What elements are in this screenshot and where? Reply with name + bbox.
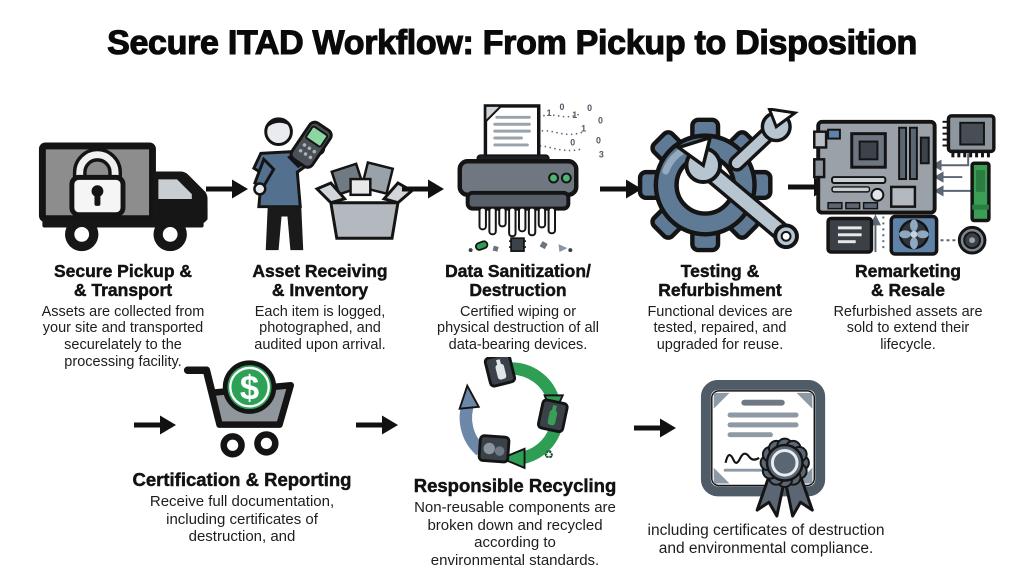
asset-scanning-icon xyxy=(220,100,420,256)
cart-dollar-icon: $ xyxy=(132,360,352,464)
svg-text:♻: ♻ xyxy=(544,449,554,461)
flow-arrow-icon xyxy=(134,415,176,435)
svg-text:0: 0 xyxy=(587,103,592,113)
step-description: Each item is logged, photographed, and a… xyxy=(254,303,386,354)
step-title: Testing & Refurbishment xyxy=(658,261,782,301)
svg-text:1: 1 xyxy=(572,110,577,120)
step-description: Refurbished assets are sold to extend th… xyxy=(833,303,983,354)
recycling-icon: ♻ xyxy=(398,357,632,470)
step-asset-receiving-inventory: Asset Receiving & Inventory Each item is… xyxy=(220,100,420,354)
svg-text:1: 1 xyxy=(581,124,586,134)
step-secure-pickup-transport: Secure Pickup & & Transport Assets are c… xyxy=(23,100,223,371)
step-testing-refurbishment: Testing & Refurbishment Functional devic… xyxy=(620,100,820,354)
gear-wrench-icon xyxy=(620,100,820,256)
step-responsible-recycling: ♻ Responsible Recycling Non-reusable com… xyxy=(398,357,632,569)
step-description: Functional devices are tested, repaired,… xyxy=(647,303,793,354)
flow-arrow-icon xyxy=(206,179,248,199)
step-title: Responsible Recycling xyxy=(413,475,617,496)
svg-text:0: 0 xyxy=(559,102,564,112)
step-certificate-compliance: including certificates of destruction an… xyxy=(642,380,890,558)
step-title: Remarketing & Resale xyxy=(854,261,961,301)
components-icon xyxy=(808,100,1008,256)
certificate-icon xyxy=(642,380,890,518)
step-title: Certification & Reporting xyxy=(132,469,352,490)
step-description: including certificates of destruction an… xyxy=(647,522,885,557)
step-title: Data Sanitization/ Destruction xyxy=(445,261,591,301)
flow-arrow-icon xyxy=(402,179,444,199)
svg-text:1: 1 xyxy=(547,108,552,118)
step-description: Non-reusable components are broken down … xyxy=(414,499,616,569)
flow-arrow-icon xyxy=(356,415,398,435)
page-title: Secure ITAD Workflow: From Pickup to Dis… xyxy=(107,23,918,62)
flow-arrow-icon xyxy=(634,418,676,438)
flow-arrow-icon xyxy=(600,179,642,199)
svg-text:0: 0 xyxy=(596,135,601,145)
svg-text:0: 0 xyxy=(598,116,603,126)
step-title: Asset Receiving & Inventory xyxy=(252,261,388,301)
secure-truck-icon xyxy=(23,100,223,256)
svg-text:3: 3 xyxy=(599,149,604,159)
svg-text:$: $ xyxy=(240,369,259,407)
step-description: Assets are collected from your site and … xyxy=(41,303,205,370)
step-certification-reporting: $ Certification & Reporting Receive full… xyxy=(132,360,352,546)
svg-text:0: 0 xyxy=(570,137,575,147)
step-description: Certified wiping or physical destruction… xyxy=(437,303,599,354)
step-description: Receive full documentation, including ce… xyxy=(149,493,335,546)
step-remarketing-resale: Remarketing & Resale Refurbished assets … xyxy=(808,100,1008,354)
step-title: Secure Pickup & & Transport xyxy=(53,261,193,301)
